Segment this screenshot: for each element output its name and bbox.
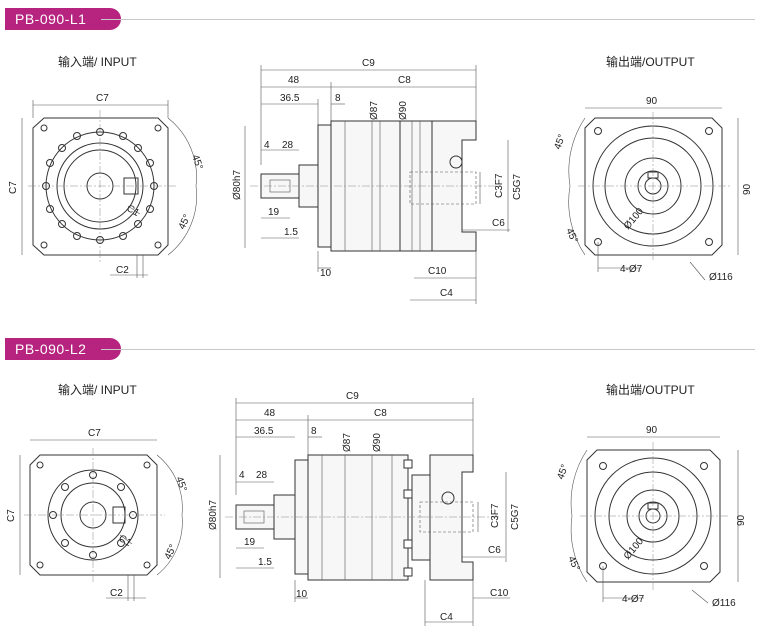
title-rule-l1 xyxy=(101,19,755,20)
output-view-l1: 输出端/OUTPUT 90 90 45° 45° Ø100 xyxy=(552,54,753,283)
dim-c9-l2: C9 xyxy=(346,391,359,402)
dim-d116: Ø116 xyxy=(709,272,733,283)
dim-c7-top-l2: C7 xyxy=(88,428,101,439)
input-view-l2: 输入端/ INPUT C7 C7 C1 45° xyxy=(6,382,189,601)
output-heading: 输出端/OUTPUT xyxy=(606,54,695,69)
dim-4-d7-l2: 4-Ø7 xyxy=(622,594,645,605)
dim-36-5: 36.5 xyxy=(280,93,300,104)
dim-10-l2: 10 xyxy=(296,589,308,600)
angle-45-out-bottom: 45° xyxy=(563,227,579,245)
output-flange-l2 xyxy=(429,454,474,581)
dim-c10-l2: C10 xyxy=(490,588,509,599)
input-heading-l2: 输入端/ INPUT xyxy=(58,382,137,397)
model-tag-l1: PB-090-L1 xyxy=(5,8,121,30)
model-tag-l2: PB-090-L2 xyxy=(5,338,121,360)
dim-d80h7: Ø80h7 xyxy=(232,170,243,200)
drawing-l2: 输入端/ INPUT C7 C7 C1 45° xyxy=(6,382,747,626)
input-heading: 输入端/ INPUT xyxy=(58,54,137,69)
output-view-l2: 输出端/OUTPUT 90 90 45° 45° Ø100 xyxy=(555,382,747,609)
dim-10: 10 xyxy=(320,268,332,279)
side-view-l2: C9 48 C8 36.5 8 Ø87 Ø90 Ø80h7 xyxy=(208,391,521,626)
dim-d90-l2: Ø90 xyxy=(372,433,383,452)
dim-8: 8 xyxy=(335,93,341,104)
angle-45-out-top-l2: 45° xyxy=(555,463,571,481)
output-heading-l2: 输出端/OUTPUT xyxy=(606,382,695,397)
dim-c4: C4 xyxy=(440,288,453,299)
output-flange-face xyxy=(584,117,723,256)
dim-c4-l2: C4 xyxy=(440,612,453,623)
dim-c5g7-l2: C5G7 xyxy=(510,503,521,530)
dim-4: 4 xyxy=(264,140,270,151)
angle-45-bottom-l2: 45° xyxy=(163,543,179,561)
dim-28: 28 xyxy=(282,140,294,151)
input-view-l1: 输入端/ INPUT C7 C7 xyxy=(8,54,205,278)
angle-45-bottom: 45° xyxy=(177,213,193,231)
dim-90-top: 90 xyxy=(646,96,658,107)
dim-1-5: 1.5 xyxy=(284,227,298,238)
dim-d87-l2: Ø87 xyxy=(342,433,353,452)
dim-d100: Ø100 xyxy=(622,206,646,232)
input-flange xyxy=(32,117,169,256)
dim-d90: Ø90 xyxy=(398,101,409,120)
dim-c10: C10 xyxy=(428,266,447,277)
dim-c1: C1 xyxy=(125,203,142,219)
dim-4-l2: 4 xyxy=(239,470,245,481)
dim-c7-top: C7 xyxy=(96,93,109,104)
angle-45-out-top: 45° xyxy=(552,133,568,151)
dim-c3f7: C3F7 xyxy=(494,173,505,198)
dim-d80h7-l2: Ø80h7 xyxy=(208,500,219,530)
dim-c7-side: C7 xyxy=(8,181,19,194)
dim-1-5-l2: 1.5 xyxy=(258,557,272,568)
dim-d87: Ø87 xyxy=(369,101,380,120)
dim-c7-side-l2: C7 xyxy=(6,509,17,522)
dim-36-5-l2: 36.5 xyxy=(254,426,274,437)
angle-45-top-l2: 45° xyxy=(173,475,189,493)
dim-19: 19 xyxy=(268,207,280,218)
dim-19-l2: 19 xyxy=(244,537,256,548)
drawing-l1: 输入端/ INPUT C7 C7 xyxy=(8,54,753,304)
dim-c6: C6 xyxy=(492,218,505,229)
dim-48: 48 xyxy=(288,75,300,86)
angle-45-out-bottom-l2: 45° xyxy=(565,555,581,573)
title-rule-l2 xyxy=(101,349,755,350)
dim-c2-l2: C2 xyxy=(110,588,123,599)
dim-c9: C9 xyxy=(362,58,375,69)
input-flange-l2 xyxy=(29,454,158,576)
dim-28-l2: 28 xyxy=(256,470,268,481)
output-flange-face-l2 xyxy=(586,449,721,583)
dim-c2: C2 xyxy=(116,265,129,276)
dim-4-d7: 4-Ø7 xyxy=(620,264,643,275)
dim-d116-l2: Ø116 xyxy=(712,598,736,609)
dim-90-side-l2: 90 xyxy=(736,514,747,526)
dim-8-l2: 8 xyxy=(311,426,317,437)
dim-48-l2: 48 xyxy=(264,408,276,419)
motor-flange-l2 xyxy=(307,454,409,581)
dim-c8-l2: C8 xyxy=(374,408,387,419)
dim-90-side: 90 xyxy=(742,183,753,195)
side-view-l1: C9 48 C8 36.5 8 Ø87 Ø90 Ø80h7 xyxy=(232,58,523,304)
dim-c5g7: C5G7 xyxy=(512,173,523,200)
dim-c8: C8 xyxy=(398,75,411,86)
dim-c6-l2: C6 xyxy=(488,545,501,556)
dim-c3f7-l2: C3F7 xyxy=(490,503,501,528)
dim-c1-l2: C1 xyxy=(117,533,134,549)
dim-90-top-l2: 90 xyxy=(646,425,658,436)
angle-45-top: 45° xyxy=(189,153,205,171)
